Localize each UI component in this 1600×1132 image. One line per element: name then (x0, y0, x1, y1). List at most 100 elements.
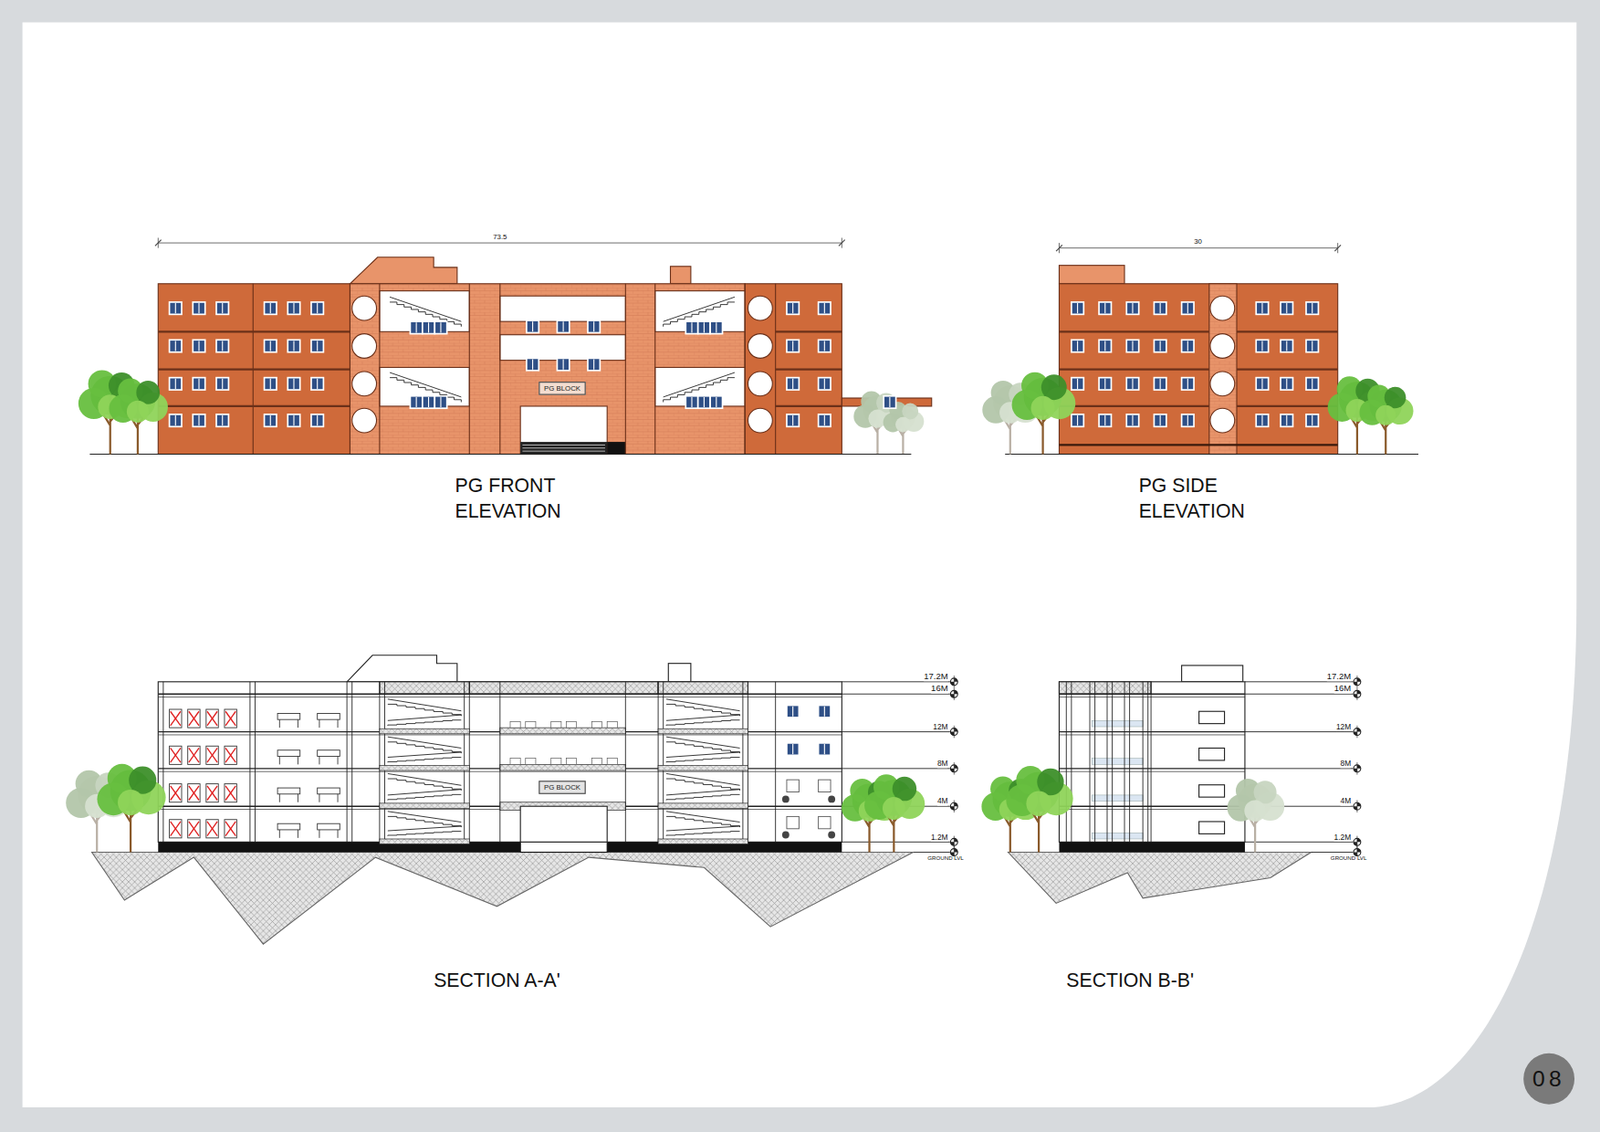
stair-landing (658, 764, 748, 771)
window-mullion (292, 378, 294, 389)
window-mullion (1104, 303, 1106, 314)
window-mullion (439, 397, 441, 408)
window-mullion (1077, 415, 1078, 426)
level-marker-cross (1356, 675, 1358, 688)
table-leg (318, 755, 320, 764)
floor-slab (1058, 731, 1245, 733)
table (317, 712, 341, 720)
floor-band (1058, 368, 1209, 371)
floor-band (775, 368, 843, 371)
bed-mark (225, 711, 236, 726)
window (264, 339, 277, 352)
dimension-tick (1334, 244, 1341, 251)
window-mullion (1261, 415, 1263, 426)
page-number-text: 08 (1532, 1066, 1566, 1090)
window (1280, 302, 1293, 314)
window (1306, 339, 1318, 352)
level-line (1244, 731, 1354, 733)
bed (206, 784, 219, 803)
dimension-tick (1056, 244, 1063, 251)
level-line (841, 680, 951, 682)
window-mullion (792, 303, 794, 314)
section-a (65, 655, 958, 944)
roof-box (668, 663, 691, 682)
pier-line (499, 283, 501, 455)
window (1071, 377, 1084, 390)
column-line (1142, 681, 1144, 843)
window (786, 414, 799, 427)
dimension-line (1058, 247, 1338, 249)
stair-flight (666, 757, 740, 764)
stair-flight (666, 778, 740, 791)
floor-slab (1058, 693, 1245, 695)
window-mullion (1187, 340, 1189, 351)
bed-mark (207, 711, 218, 726)
bed-mark (225, 821, 236, 837)
column-line (1066, 681, 1067, 843)
floor-slab (500, 727, 627, 734)
window (818, 742, 831, 755)
window-mullion (270, 378, 272, 389)
window (1098, 302, 1111, 314)
pier-line (378, 283, 380, 455)
window (1255, 302, 1268, 314)
floor-band (157, 405, 350, 408)
level-marker-cross (1356, 799, 1358, 812)
window-mullion (715, 322, 717, 333)
roof-box (1181, 665, 1244, 682)
window (1126, 339, 1139, 352)
column-line (469, 681, 471, 843)
bed-mark (188, 785, 199, 801)
bed (169, 745, 182, 764)
window-mullion (1286, 303, 1287, 314)
roof-box (1058, 265, 1125, 284)
bed (206, 819, 219, 838)
window-mullion (439, 322, 441, 333)
window-mullion (532, 359, 534, 370)
bed-mark (207, 747, 218, 763)
window-section (565, 758, 576, 765)
window (169, 339, 182, 352)
window (422, 321, 435, 334)
section-b (981, 665, 1360, 903)
level-label: 17.2M (1327, 671, 1351, 681)
floor-slab (1058, 805, 1245, 807)
window (216, 339, 229, 352)
window (587, 357, 600, 370)
window-section (818, 815, 831, 828)
window (786, 377, 799, 390)
window-mullion (316, 378, 318, 389)
window (1280, 414, 1293, 427)
window-mullion (1077, 340, 1078, 351)
floor-band (1058, 405, 1209, 408)
base-slab (1058, 841, 1245, 852)
tree-canopy (1384, 386, 1407, 409)
column-line (249, 681, 251, 843)
stair-rail (387, 699, 461, 712)
window (1255, 339, 1268, 352)
level-line (1244, 841, 1354, 843)
table (277, 823, 301, 830)
column-line (662, 681, 664, 843)
level-label: GROUND LVL (1330, 856, 1368, 862)
window-mullion (715, 397, 717, 408)
stair-landing (379, 803, 470, 809)
bed-mark (225, 747, 236, 763)
plinth-band (1058, 443, 1338, 446)
roof-box (670, 266, 691, 284)
window-mullion (416, 397, 418, 408)
table (277, 750, 301, 757)
window-mullion (1160, 415, 1161, 426)
stair-housing (349, 257, 457, 284)
level-label: 1.2M (930, 833, 949, 841)
window (1181, 377, 1194, 390)
bed-mark (170, 747, 181, 763)
roof-slab (658, 681, 748, 694)
window-section (591, 721, 602, 728)
window-section (591, 758, 602, 765)
drawing-title: PG FRONT ELEVATION (455, 472, 562, 524)
table-leg (279, 755, 281, 764)
level-line (1244, 693, 1354, 695)
